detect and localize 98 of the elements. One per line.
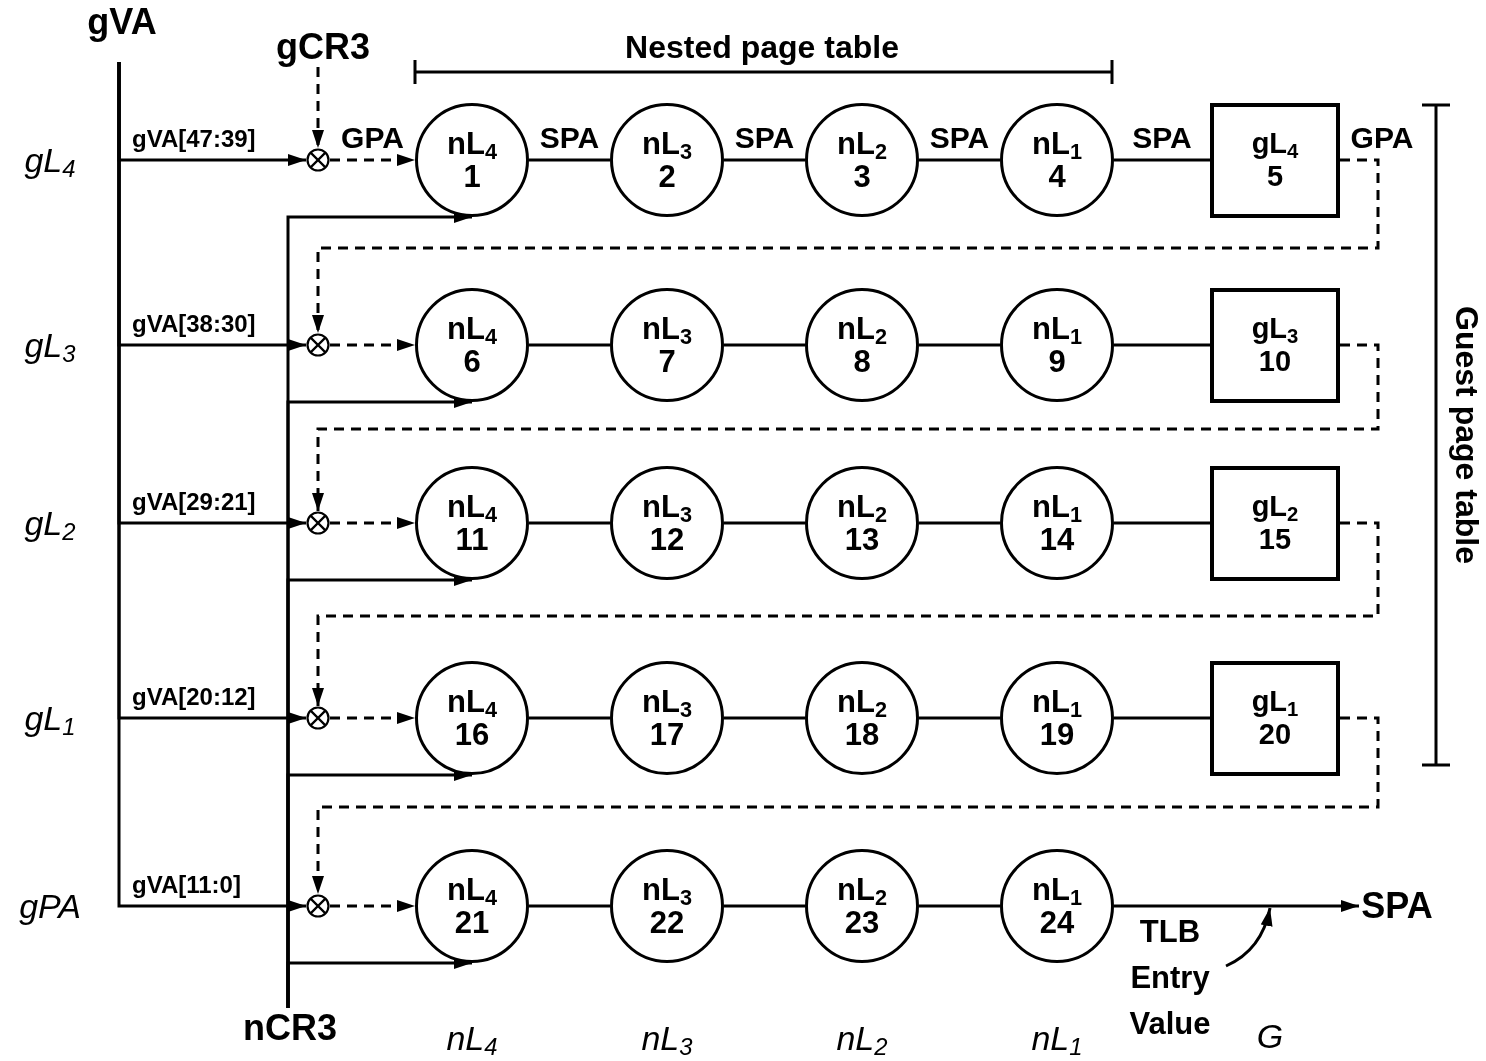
multiply-node: [306, 333, 330, 357]
row-label: gPA: [19, 886, 81, 926]
node-label: 23: [844, 906, 880, 939]
arrow: [1114, 900, 1359, 912]
signal-label: SPA: [1361, 885, 1433, 927]
node-label: 17: [649, 718, 685, 751]
signal-label: nCR3: [243, 1007, 337, 1049]
table-box: [1210, 102, 1340, 218]
arrow: [312, 158, 1380, 333]
node-label: 6: [463, 345, 481, 378]
node-label: 16: [454, 718, 490, 751]
multiply-node: [306, 706, 330, 730]
node-label: gL$_{2}$: [1251, 490, 1299, 523]
node-label: 22: [649, 906, 685, 939]
node-label: 18: [844, 718, 880, 751]
node-label: 3: [853, 160, 871, 193]
node-label: nL$_{3}$: [642, 312, 692, 345]
edge-label: gVA[47:39]: [132, 125, 256, 153]
node-label: 15: [1258, 523, 1292, 556]
row-label: gL$_{2}$: [24, 503, 76, 543]
signal-label: gVA: [87, 1, 157, 43]
node-label: gL$_{3}$: [1251, 312, 1299, 345]
column-label: nL$_{2}$: [836, 1018, 888, 1058]
node-label: 13: [844, 523, 880, 556]
node-label: 19: [1039, 718, 1075, 751]
arrow: [330, 154, 415, 166]
column-label: nL$_{4}$: [446, 1018, 498, 1058]
arrow: [330, 712, 415, 724]
callout-text: TLB Entry Value: [1110, 909, 1230, 1047]
node-label: gL$_{4}$: [1251, 127, 1299, 160]
edge-label: GPA: [1350, 121, 1414, 155]
node-label: nL$_{4}$: [447, 873, 497, 906]
edge-label: SPA: [539, 121, 600, 155]
node-label: nL$_{3}$: [642, 127, 692, 160]
arrow: [312, 716, 1380, 894]
node-label: nL$_{1}$: [1032, 685, 1082, 718]
table-box: [1210, 465, 1340, 581]
arrow: [312, 67, 324, 148]
node-label: nL$_{3}$: [642, 685, 692, 718]
edge-label: GPA: [341, 121, 404, 155]
multiply-node: [306, 894, 330, 918]
node-label: 12: [649, 523, 685, 556]
arrow: [312, 343, 1380, 511]
node-label: 4: [1048, 160, 1066, 193]
node-label: 7: [658, 345, 676, 378]
bracket-label: Nested page table: [625, 28, 899, 66]
node-label: nL$_{2}$: [837, 685, 887, 718]
node-label: 11: [455, 523, 489, 556]
column-label: G: [1256, 1016, 1284, 1056]
node-label: nL$_{3}$: [642, 873, 692, 906]
edge-label: gVA[38:30]: [132, 310, 256, 338]
node-label: nL$_{2}$: [837, 127, 887, 160]
node-label: gL$_{1}$: [1251, 685, 1299, 718]
bracket-label: Guest page table: [1447, 306, 1485, 564]
node-label: 8: [853, 345, 871, 378]
node-label: 24: [1039, 906, 1075, 939]
arrow: [117, 62, 306, 912]
node-label: 10: [1258, 345, 1292, 378]
signal-label: gCR3: [276, 26, 370, 68]
column-label: nL$_{1}$: [1031, 1018, 1083, 1058]
node-label: nL$_{4}$: [447, 312, 497, 345]
column-label: nL$_{3}$: [641, 1018, 693, 1058]
node-label: 9: [1048, 345, 1066, 378]
row-label: gL$_{4}$: [24, 140, 76, 180]
edge-label: SPA: [1132, 121, 1192, 155]
arrow: [330, 900, 415, 912]
node-label: nL$_{4}$: [447, 127, 497, 160]
node-label: 14: [1039, 523, 1075, 556]
node-label: 20: [1258, 718, 1292, 751]
node-label: nL$_{1}$: [1032, 312, 1082, 345]
edge-label: gVA[20:12]: [132, 683, 256, 711]
node-label: 21: [454, 906, 490, 939]
node-label: nL$_{2}$: [837, 490, 887, 523]
row-label: gL$_{3}$: [24, 325, 76, 365]
edge-label: SPA: [929, 121, 990, 155]
node-label: nL$_{1}$: [1032, 490, 1082, 523]
node-label: nL$_{1}$: [1032, 127, 1082, 160]
multiply-node: [306, 511, 330, 535]
node-label: 2: [658, 160, 676, 193]
node-label: nL$_{4}$: [447, 490, 497, 523]
edge-label: SPA: [734, 121, 795, 155]
leader-line: [1225, 907, 1272, 968]
node-label: nL$_{1}$: [1032, 873, 1082, 906]
node-label: 1: [463, 160, 481, 193]
row-label: gL$_{1}$: [24, 698, 76, 738]
node-label: nL$_{3}$: [642, 490, 692, 523]
arrow: [312, 521, 1380, 706]
node-label: 5: [1266, 160, 1284, 193]
edge-label: gVA[11:0]: [132, 871, 241, 899]
node-label: nL$_{2}$: [837, 312, 887, 345]
table-box: [1210, 660, 1340, 776]
table-box: [1210, 287, 1340, 403]
arrow: [330, 517, 415, 529]
node-label: nL$_{2}$: [837, 873, 887, 906]
edge-label: gVA[29:21]: [132, 488, 256, 516]
node-label: nL$_{4}$: [447, 685, 497, 718]
multiply-node: [306, 148, 330, 172]
arrow: [330, 339, 415, 351]
